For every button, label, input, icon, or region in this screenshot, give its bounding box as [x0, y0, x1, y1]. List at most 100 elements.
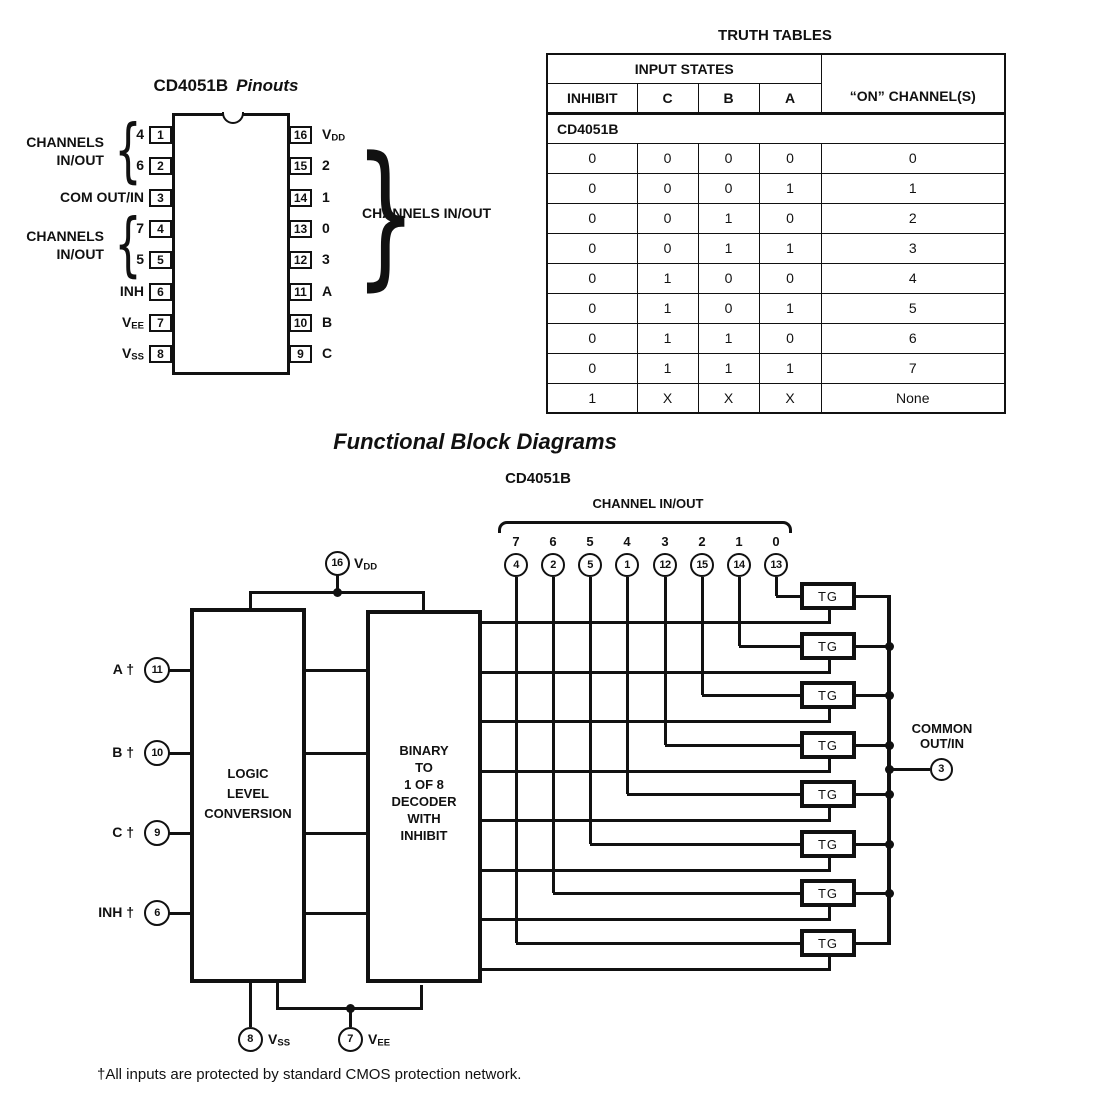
junction-dot — [884, 839, 894, 849]
tt-cell: 0 — [636, 232, 699, 264]
pin-box-4: 4 — [149, 220, 172, 238]
channel-pin-circle: 5 — [578, 553, 602, 577]
input-wire — [169, 751, 192, 755]
input-pin-circle: 9 — [144, 820, 170, 846]
channel-wire — [627, 792, 804, 796]
tt-cell: 1 — [636, 352, 699, 384]
channel-wire — [665, 743, 804, 747]
channel-number: 0 — [772, 534, 780, 549]
tg-box-5: TG — [800, 830, 856, 858]
tt-cell: 1 — [546, 382, 638, 414]
vss-wire — [248, 981, 252, 1027]
tg-box-7: TG — [800, 929, 856, 957]
junction-dot — [884, 740, 894, 750]
junction-dot — [884, 888, 894, 898]
tt-cell: 0 — [546, 202, 638, 234]
decoder-output-wire — [478, 670, 831, 674]
channel-pin-circle: 4 — [504, 553, 528, 577]
channel-pin-circle: 2 — [541, 553, 565, 577]
pin-label-2: 6 — [136, 157, 144, 173]
channel-number: 1 — [735, 534, 743, 549]
channel-wire — [700, 577, 704, 695]
channel-wire — [516, 941, 804, 945]
vdd-wire — [249, 592, 252, 610]
tt-cell: 0 — [636, 172, 699, 204]
tt-cell: X — [697, 382, 760, 414]
tt-cell: 0 — [758, 322, 822, 354]
pin-box-5: 5 — [149, 251, 172, 269]
tg-output-wire — [854, 644, 891, 648]
pin-box-7: 7 — [149, 314, 172, 332]
tg-output-wire — [854, 842, 891, 846]
channel-pin-circle: 12 — [653, 553, 677, 577]
vee-wire — [420, 985, 423, 1008]
tt-cell: X — [636, 382, 699, 414]
junction-dot — [884, 764, 894, 774]
input-pin-circle: 6 — [144, 900, 170, 926]
pinout-title-device: CD4051B — [153, 76, 229, 95]
tt-section-row: CD4051B — [546, 111, 1006, 144]
tt-header-inhibit: INHIBIT — [546, 82, 638, 114]
block-diagram-device: CD4051B — [505, 470, 571, 487]
pin-label-3: COM OUT/IN — [60, 189, 144, 205]
left-group-brace: { — [114, 205, 142, 285]
tt-cell: 0 — [697, 142, 760, 174]
left-group-brace: { — [114, 111, 142, 191]
decoder-output-wire — [478, 769, 831, 773]
pin-label-8: VSS — [121, 345, 144, 363]
tt-cell: 1 — [636, 262, 699, 294]
dagger-symbol: † — [97, 1066, 106, 1083]
pin-label-12: 3 — [322, 251, 330, 267]
common-pin-circle: 3 — [929, 757, 953, 781]
decoder-output-wire — [478, 917, 831, 921]
tt-cell: 1 — [636, 292, 699, 324]
junction-dot — [884, 690, 894, 700]
pin-box-8: 8 — [149, 345, 172, 363]
pin-box-16: 16 — [289, 126, 312, 144]
tt-cell: 0 — [697, 262, 760, 294]
pin-box-9: 9 — [289, 345, 312, 363]
pin-label-10: B — [322, 314, 333, 330]
channel-wire — [588, 577, 592, 844]
tt-cell: 7 — [820, 352, 1006, 384]
input-wire — [169, 668, 192, 672]
tt-cell: 1 — [636, 322, 699, 354]
vee-wire — [348, 1008, 352, 1027]
input-label-a: A † — [112, 661, 134, 677]
pin-box-13: 13 — [289, 220, 312, 238]
pin-box-6: 6 — [149, 283, 172, 301]
truth-tables-title: TRUTH TABLES — [718, 27, 832, 44]
input-wire — [169, 831, 192, 835]
channel-pin-circle: 14 — [727, 553, 751, 577]
logic-level-conversion-box — [190, 608, 306, 983]
tt-cell: 6 — [820, 322, 1006, 354]
logic-to-decoder-wire — [304, 668, 370, 672]
tg-box-6: TG — [800, 879, 856, 907]
channels-inout-group-label: CHANNELS IN/OUT — [26, 134, 104, 168]
tt-cell: 1 — [758, 232, 822, 264]
channel-wire — [551, 577, 555, 893]
tg-box-3: TG — [800, 731, 856, 759]
vdd-wire — [422, 592, 425, 612]
tt-cell: 1 — [697, 232, 760, 264]
channel-wire — [625, 577, 629, 794]
footnote: †All inputs are protected by standard CM… — [97, 1066, 521, 1083]
tg-output-wire — [854, 941, 891, 945]
vee-wire — [275, 981, 279, 1008]
pin-label-5: 5 — [136, 251, 144, 267]
decoder-output-wire — [828, 806, 831, 822]
channel-wire — [514, 577, 518, 943]
tt-cell: 2 — [820, 202, 1006, 234]
tt-cell: None — [820, 382, 1006, 414]
tt-cell: 1 — [697, 322, 760, 354]
tg-output-wire — [854, 693, 891, 697]
tt-cell: 0 — [546, 172, 638, 204]
tg-box-4: TG — [800, 780, 856, 808]
pin-label-7: VEE — [121, 314, 144, 332]
